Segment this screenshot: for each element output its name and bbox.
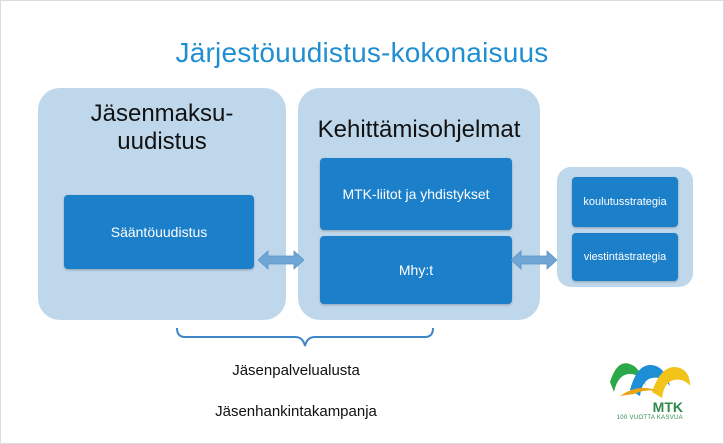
double-arrow-middle-right xyxy=(511,250,557,270)
mtk-logo-icon xyxy=(610,363,690,398)
box-viestintastrategia: viestintästrategia xyxy=(572,233,678,281)
text-jasenpalvelualusta: Jäsenpalvelualusta xyxy=(232,362,360,379)
panel-strategies: koulutusstrategia viestintästrategia xyxy=(557,167,693,287)
panel-kehittamisohjelmat: Kehittämisohjelmat MTK-liitot ja yhdisty… xyxy=(298,88,540,320)
slide-title: Järjestöuudistus-kokonaisuus xyxy=(175,37,549,68)
panel-heading-left-line1: Jäsenmaksu- xyxy=(90,100,234,127)
panel-heading-left: Jäsenmaksu- uudistus xyxy=(38,100,286,156)
box-koulutusstrategia: koulutusstrategia xyxy=(572,177,678,227)
box-mtk-liitot: MTK-liitot ja yhdistykset xyxy=(320,158,512,230)
panel-heading-left-line2: uudistus xyxy=(117,128,207,155)
panel-jasenmaksuuudistus: Jäsenmaksu- uudistus Sääntöuudistus xyxy=(38,88,286,320)
logo-name: MTK xyxy=(652,399,683,415)
text-jasenhankintakampanja: Jäsenhankintakampanja xyxy=(215,403,377,420)
panel-heading-middle: Kehittämisohjelmat xyxy=(317,116,521,143)
logo-tagline: 100 VUOTTA KASVUA xyxy=(616,415,683,421)
bottom-brace xyxy=(176,327,434,347)
box-mhyt: Mhy:t xyxy=(320,236,512,304)
double-arrow-left-middle xyxy=(258,250,304,270)
box-saantouudistus: Sääntöuudistus xyxy=(64,195,254,269)
